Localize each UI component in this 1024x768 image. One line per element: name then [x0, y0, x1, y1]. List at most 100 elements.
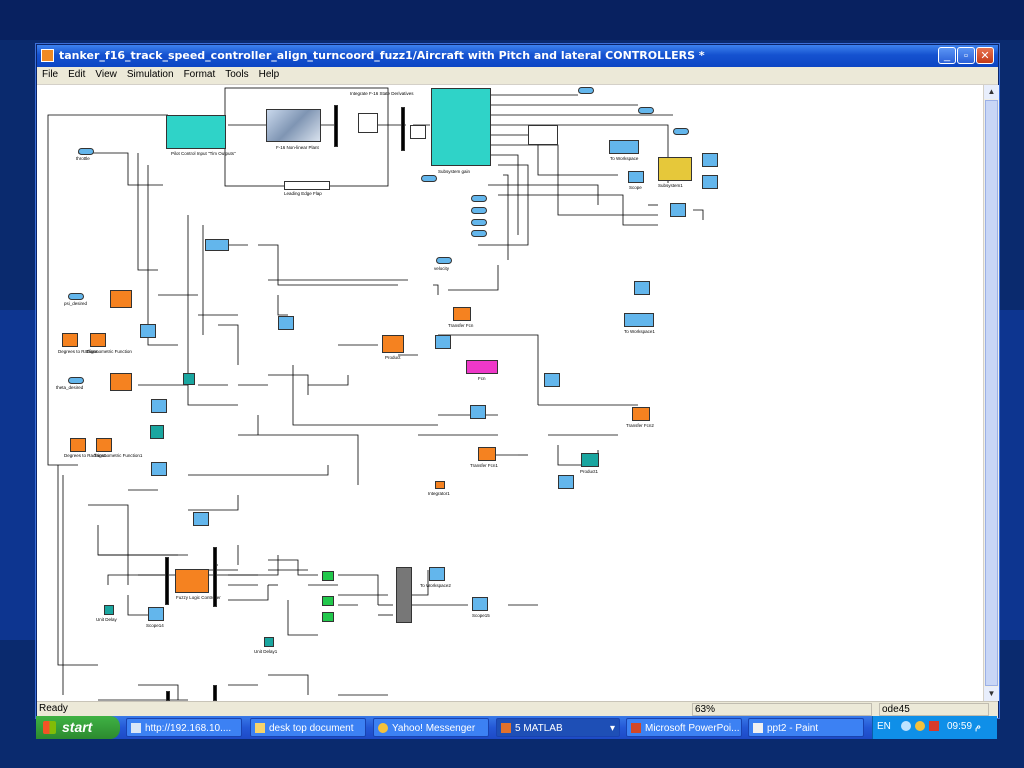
aircraft-plant-image[interactable] [266, 109, 321, 142]
out-port-psi-table[interactable] [673, 128, 689, 135]
scope-b-block[interactable] [140, 324, 156, 338]
out-port-h[interactable] [578, 87, 594, 94]
menu-file[interactable]: File [42, 69, 59, 80]
model-canvas[interactable]: Pilot Control Input "Tim Outputs" F-16 N… [38, 85, 984, 701]
trig-fn-block[interactable] [90, 333, 106, 347]
in-port-throttle[interactable] [78, 148, 94, 155]
pilot-control-input-block[interactable] [166, 115, 226, 149]
alert-tray-icon[interactable] [929, 721, 939, 731]
sat-block[interactable] [183, 373, 195, 385]
to-workspace2-block[interactable] [429, 567, 445, 581]
fuzzy-logic-controller-block[interactable] [175, 569, 209, 593]
minimize-button[interactable]: _ [938, 47, 956, 64]
deg-to-rad1-block[interactable] [70, 438, 86, 452]
demux-2-block[interactable] [528, 125, 558, 145]
scope1-block[interactable] [670, 203, 686, 217]
sum-fuzzy1[interactable] [396, 567, 412, 623]
deg-to-rad-block[interactable] [62, 333, 78, 347]
product-label: Product [385, 355, 401, 360]
product4-block[interactable] [110, 373, 132, 391]
out-port-epsi[interactable] [471, 230, 487, 237]
gain-k-block[interactable] [410, 125, 426, 139]
to-workspace1-block[interactable] [624, 313, 654, 327]
transfer-fcn2-block[interactable] [632, 407, 650, 421]
menu-edit[interactable]: Edit [68, 69, 86, 80]
task-paint[interactable]: ppt2 - Paint [748, 718, 864, 737]
scope10-block[interactable] [151, 399, 167, 413]
product5-block[interactable] [322, 571, 334, 581]
scope9-block[interactable] [470, 405, 486, 419]
start-button[interactable]: start [36, 716, 120, 739]
out-port-q[interactable] [471, 219, 487, 226]
out-port-theta[interactable] [421, 175, 437, 182]
deg-to-rad-label: Degrees to Radians [58, 349, 98, 354]
scope-a-block[interactable] [278, 316, 294, 330]
task-folder[interactable]: desk top document [250, 718, 366, 737]
out-port-phi[interactable] [471, 195, 487, 202]
scope11-block[interactable] [151, 462, 167, 476]
scope4-block[interactable] [435, 335, 451, 349]
scope15-block[interactable] [472, 597, 488, 611]
demux-fuzzy1[interactable] [213, 547, 217, 607]
menu-view[interactable]: View [95, 69, 117, 80]
task-yahoo[interactable]: Yahoo! Messenger [373, 718, 489, 737]
scroll-thumb[interactable] [985, 100, 998, 686]
task-browser[interactable]: http://192.168.10.... [126, 718, 242, 737]
maximize-button[interactable]: ▫ [957, 47, 975, 64]
task-matlab[interactable]: 5 MATLAB▾ [496, 718, 620, 737]
scroll-down-icon[interactable]: ▼ [984, 687, 999, 701]
close-button[interactable]: ✕ [976, 47, 994, 64]
to-workspace-block[interactable] [609, 140, 639, 154]
fcn-block[interactable] [466, 360, 498, 374]
menu-tools[interactable]: Tools [225, 69, 249, 80]
out-port-beta[interactable] [471, 207, 487, 214]
scope2-block[interactable] [702, 153, 718, 167]
transfer-fcn-block[interactable] [453, 307, 471, 321]
to-workspace3-block[interactable] [205, 239, 229, 251]
integrator1-block[interactable] [435, 481, 445, 489]
demux-block[interactable] [401, 107, 405, 151]
product6-block[interactable] [322, 596, 334, 606]
scope7-block[interactable] [544, 373, 560, 387]
vertical-scrollbar[interactable]: ▲ ▼ [983, 85, 999, 701]
out-port-velocity[interactable] [436, 257, 452, 264]
menu-format[interactable]: Format [183, 69, 216, 80]
status-ready: Ready [39, 703, 68, 714]
scope14-block[interactable] [148, 607, 164, 621]
scope3-block[interactable] [702, 175, 718, 189]
leading-edge-flap-block[interactable] [284, 181, 330, 190]
subsystem1-block[interactable] [658, 157, 692, 181]
transfer-fcn1-block[interactable] [478, 447, 496, 461]
messenger-tray-icon[interactable] [915, 721, 925, 731]
window-titlebar[interactable]: tanker_f16_track_speed_controller_align_… [37, 45, 998, 67]
product1-block[interactable] [581, 453, 599, 467]
mux-fuzzy2[interactable] [166, 691, 170, 701]
in-port-theta-desired[interactable] [68, 377, 84, 384]
trig-fn1-block[interactable] [96, 438, 112, 452]
unit-delay1-block[interactable] [264, 637, 274, 647]
subsystem-gain-block[interactable] [431, 88, 491, 166]
integrator-block[interactable] [358, 113, 378, 133]
fuzzy1-label: Fuzzy Logic Controller [176, 595, 221, 600]
scope-block[interactable] [628, 171, 644, 183]
to-workspace2-label: To Workspace2 [420, 583, 451, 588]
mux-fuzzy1[interactable] [165, 557, 169, 605]
in-port-psi-desired[interactable] [68, 293, 84, 300]
product7-block[interactable] [322, 612, 334, 622]
menu-simulation[interactable]: Simulation [126, 69, 174, 80]
scroll-up-icon[interactable]: ▲ [984, 85, 999, 99]
unit-delay-block[interactable] [104, 605, 114, 615]
scope6-block[interactable] [558, 475, 574, 489]
out-port-psi[interactable] [638, 107, 654, 114]
mux-block[interactable] [334, 105, 338, 147]
scope8-block[interactable] [634, 281, 650, 295]
language-indicator[interactable]: EN [877, 721, 891, 732]
scope16-block[interactable] [193, 512, 209, 526]
demux-fuzzy2[interactable] [213, 685, 217, 701]
network-icon[interactable] [901, 721, 911, 731]
menu-help[interactable]: Help [258, 69, 280, 80]
task-powerpoint[interactable]: Microsoft PowerPoi... [626, 718, 742, 737]
product-block[interactable] [382, 335, 404, 353]
step-block[interactable] [150, 425, 164, 439]
product2-block[interactable] [110, 290, 132, 308]
